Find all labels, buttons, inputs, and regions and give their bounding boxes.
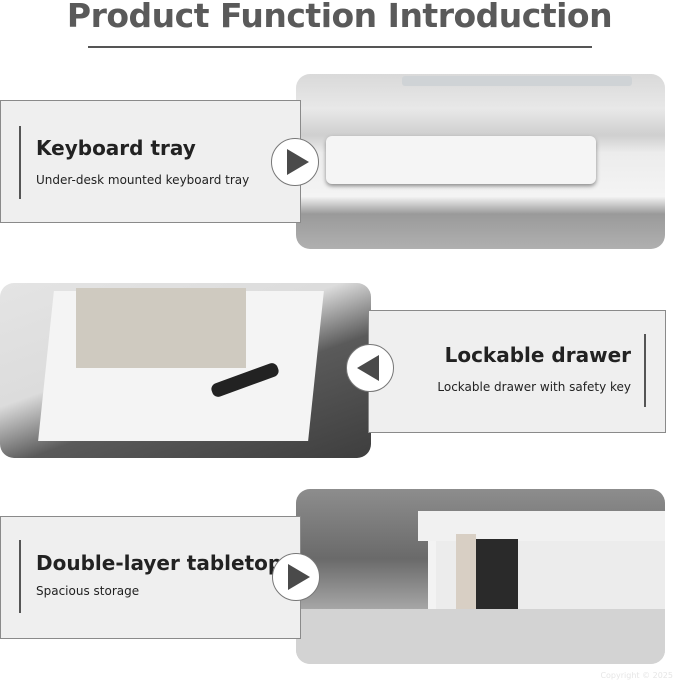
arrow-right-button <box>271 138 319 186</box>
feature-heading: Lockable drawer <box>444 343 631 367</box>
accent-bar <box>19 126 21 199</box>
arrow-left-button <box>346 344 394 392</box>
feature-description: Lockable drawer with safety key <box>437 380 631 394</box>
feature-panel-lockable-drawer <box>368 310 666 433</box>
title-underline <box>88 46 592 48</box>
double-layer-tabletop-photo <box>296 489 665 664</box>
arrow-right-button <box>272 553 320 601</box>
feature-heading: Double-layer tabletop <box>36 551 283 575</box>
accent-bar <box>19 540 21 613</box>
accent-bar <box>644 334 646 407</box>
feature-description: Under-desk mounted keyboard tray <box>36 173 250 187</box>
feature-heading: Keyboard tray <box>36 136 196 160</box>
feature-panel-keyboard-tray <box>0 100 301 223</box>
lockable-drawer-photo <box>0 283 371 458</box>
play-arrow-icon <box>287 149 309 175</box>
feature-description: Spacious storage <box>36 584 140 598</box>
watermark: Copyright © 2025 <box>600 671 673 680</box>
feature-panel-double-layer-tabletop <box>0 516 301 639</box>
keyboard-tray-photo <box>296 74 665 249</box>
play-arrow-left-icon <box>357 355 379 381</box>
play-arrow-icon <box>288 564 310 590</box>
page-title: Product Function Introduction <box>66 0 613 35</box>
